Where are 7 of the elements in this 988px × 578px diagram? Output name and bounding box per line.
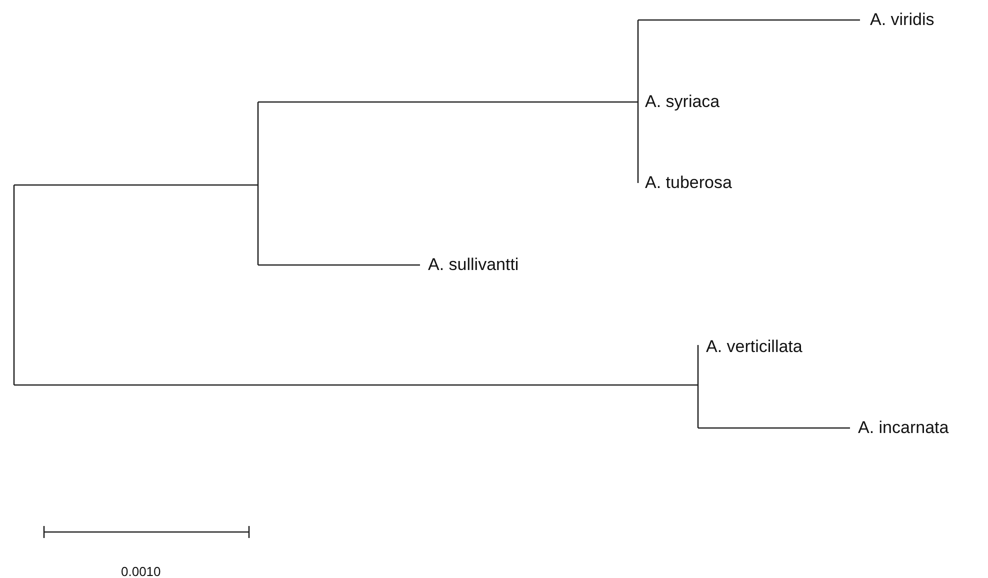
taxon-label: A. syriaca: [645, 92, 720, 112]
taxon-label: A. sullivantti: [428, 255, 519, 275]
scale-value: 0.0010: [121, 563, 161, 578]
taxon-label: A. tuberosa: [645, 173, 732, 193]
taxon-label: A. viridis: [870, 10, 934, 30]
taxon-label: A. verticillata: [706, 337, 802, 357]
taxon-label: A. incarnata: [858, 418, 949, 438]
